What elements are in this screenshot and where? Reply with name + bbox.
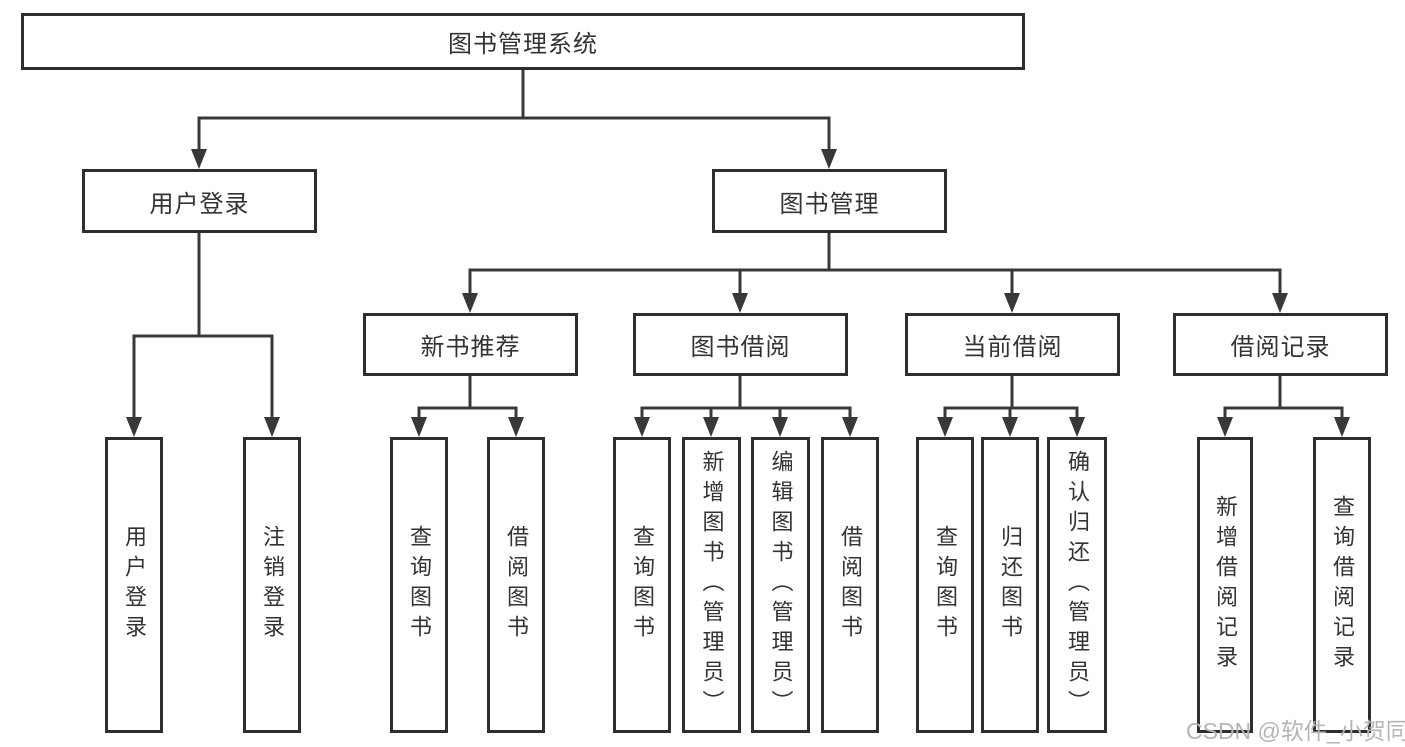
leaf-user-login: 用户登录 xyxy=(105,437,163,733)
leaf-query-borrow-record-label: 查询借阅记录 xyxy=(1330,495,1355,675)
leaf-current-query-books: 查询图书 xyxy=(916,437,974,733)
leaf-current-query-books-label: 查询图书 xyxy=(933,525,958,645)
leaf-add-books-admin: 新增图书（管理员） xyxy=(682,437,741,733)
node-current-borrow-label: 当前借阅 xyxy=(962,334,1063,361)
node-current-borrow: 当前借阅 xyxy=(905,313,1120,376)
leaf-recommend-borrow-books: 借阅图书 xyxy=(487,437,545,733)
leaf-add-borrow-record: 新增借阅记录 xyxy=(1197,437,1253,733)
arrowheads-login-branch xyxy=(126,417,280,437)
leaf-logout: 注销登录 xyxy=(243,437,301,733)
leaf-edit-books-admin-label: 编辑图书（管理员） xyxy=(768,450,794,720)
leaf-borrow-books-label: 借阅图书 xyxy=(838,525,863,645)
node-new-book-recommend: 新书推荐 xyxy=(363,313,578,376)
node-root: 图书管理系统 xyxy=(21,13,1025,70)
leaf-borrow-query-books: 查询图书 xyxy=(613,437,671,733)
leaf-recommend-query-books-label: 查询图书 xyxy=(407,525,432,645)
arrowheads-recommend-branch xyxy=(411,417,524,437)
arrowheads-root xyxy=(191,149,837,169)
leaf-edit-books-admin: 编辑图书（管理员） xyxy=(751,437,810,733)
connector-login-branch xyxy=(132,233,274,421)
leaf-user-login-label: 用户登录 xyxy=(122,525,147,645)
arrowheads-records-branch xyxy=(1217,417,1350,437)
leaf-return-books-label: 归还图书 xyxy=(998,525,1023,645)
connector-records-branch xyxy=(1223,376,1344,421)
leaf-confirm-return-admin-label: 确认归还（管理员） xyxy=(1065,450,1090,720)
node-new-book-recommend-label: 新书推荐 xyxy=(420,334,521,361)
connector-borrow-branch xyxy=(640,376,852,421)
leaf-recommend-query-books: 查询图书 xyxy=(390,437,448,733)
arrowheads-current-branch xyxy=(937,417,1085,437)
connector-root xyxy=(197,70,831,153)
connector-current-branch xyxy=(943,376,1079,421)
arrowheads-borrow-branch xyxy=(634,417,858,437)
connector-recommend-branch xyxy=(417,376,518,421)
connector-management-branch xyxy=(468,233,1282,297)
leaf-logout-label: 注销登录 xyxy=(260,525,285,645)
leaf-recommend-borrow-books-label: 借阅图书 xyxy=(504,525,529,645)
node-borrow-records-label: 借阅记录 xyxy=(1230,334,1331,361)
watermark: CSDN @软件_小贺同学 xyxy=(1186,718,1405,744)
node-book-borrow-label: 图书借阅 xyxy=(690,334,791,361)
leaf-add-borrow-record-label: 新增借阅记录 xyxy=(1213,495,1238,675)
node-borrow-records: 借阅记录 xyxy=(1173,313,1388,376)
node-book-management-label: 图书管理 xyxy=(779,190,880,218)
leaf-confirm-return-admin: 确认归还（管理员） xyxy=(1047,437,1107,733)
node-book-management: 图书管理 xyxy=(712,169,947,233)
arrowheads-management-branch xyxy=(462,293,1288,313)
node-book-borrow: 图书借阅 xyxy=(633,313,848,376)
node-root-label: 图书管理系统 xyxy=(448,31,598,58)
leaf-return-books: 归还图书 xyxy=(981,437,1039,733)
leaf-borrow-books: 借阅图书 xyxy=(821,437,879,733)
leaf-add-books-admin-label: 新增图书（管理员） xyxy=(699,450,725,720)
node-user-login: 用户登录 xyxy=(82,169,317,233)
node-user-login-label: 用户登录 xyxy=(149,190,250,218)
leaf-borrow-query-books-label: 查询图书 xyxy=(630,525,655,645)
leaf-query-borrow-record: 查询借阅记录 xyxy=(1313,437,1371,733)
